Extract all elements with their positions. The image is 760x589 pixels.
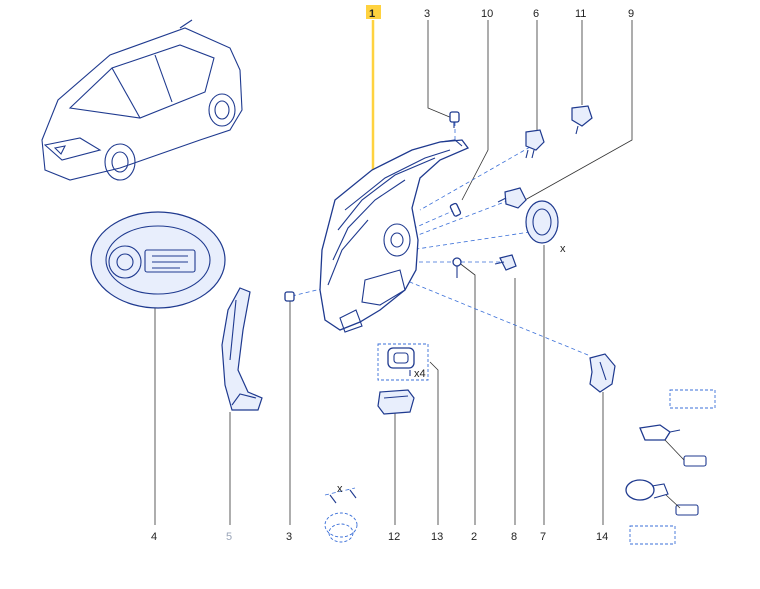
car-silhouette	[41, 19, 243, 181]
assembly-line-6	[419, 146, 531, 211]
part-3-clip-bottom	[284, 291, 295, 302]
callout-7: 7	[540, 531, 546, 543]
callout-1: 1	[369, 8, 375, 20]
callout-8: 8	[511, 531, 517, 543]
reference-1-highlight	[366, 5, 381, 19]
bulb-detail	[625, 389, 716, 545]
leader-13	[429, 361, 439, 525]
part-12-module	[377, 389, 415, 415]
callout-14: 14	[596, 531, 608, 543]
annotation-x4: x4	[414, 368, 426, 380]
annotation-x-lamp: x	[560, 243, 566, 255]
callout-4: 4	[151, 531, 157, 543]
callout-5: 5	[226, 531, 232, 543]
callout-3-top: 3	[424, 8, 430, 20]
assembly-line-7	[409, 231, 531, 251]
part-3-screw-top	[449, 111, 460, 128]
callout-6: 6	[533, 8, 539, 20]
callout-10: 10	[481, 8, 493, 20]
part-1-headlamp	[319, 139, 470, 333]
annotation-x-bracket: x	[337, 483, 343, 495]
part-6-bulb-holder	[525, 129, 545, 159]
callout-2: 2	[471, 531, 477, 543]
callout-3-bottom: 3	[286, 531, 292, 543]
part-8-bulb	[494, 254, 517, 271]
part-7-cover: x	[525, 200, 566, 255]
leader-9	[524, 20, 633, 201]
callout-12: 12	[388, 531, 400, 543]
callout-9: 9	[628, 8, 634, 20]
part-9-connector	[497, 187, 527, 209]
part-11-bulb-holder	[571, 105, 593, 135]
assembly-line-14	[404, 279, 589, 356]
part-13-gasket: x4	[377, 343, 429, 381]
leader-10	[461, 20, 489, 201]
leader-2	[457, 261, 476, 525]
assembly-line-9	[404, 197, 516, 241]
leader-3-top	[427, 20, 453, 119]
callout-13: 13	[431, 531, 443, 543]
part-10-bulb	[449, 202, 462, 217]
bracket-detail: x	[324, 483, 358, 543]
part-5-trim	[221, 287, 263, 411]
part-4-control-unit	[90, 211, 226, 309]
part-14-holder	[589, 353, 616, 393]
callout-11: 11	[575, 8, 586, 20]
part-2-screw	[452, 257, 462, 278]
